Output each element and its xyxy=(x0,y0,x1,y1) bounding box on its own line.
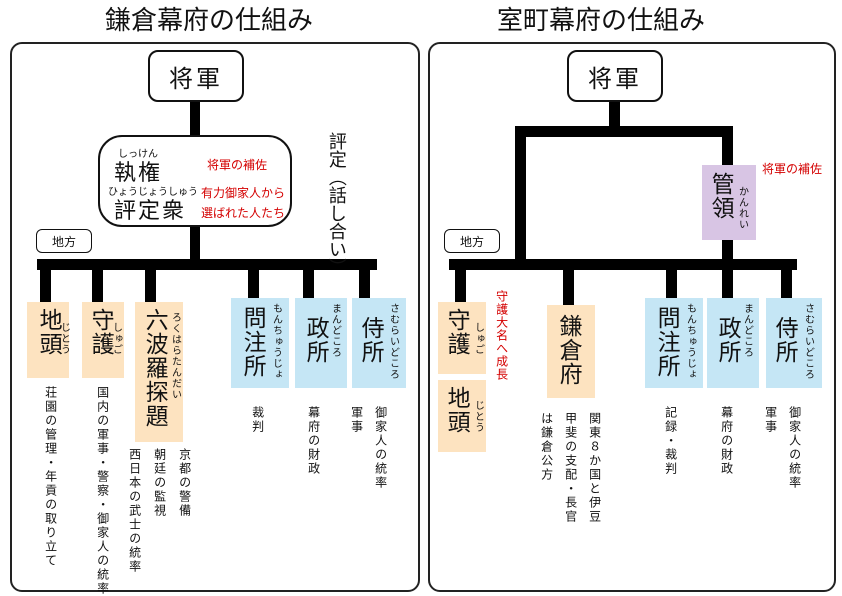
kanrei-note: 将軍の補佐 xyxy=(762,162,823,176)
muromachi-title: 室町幕府の仕組み xyxy=(497,6,706,36)
muromachi-samuraidokoro-furigana: さむらいどころ xyxy=(802,303,814,380)
connector xyxy=(515,126,732,137)
muromachi-frame xyxy=(428,42,836,592)
kamakura-jito-box xyxy=(27,302,69,378)
rokuhara-desc-1: 京都の警備 xyxy=(177,448,192,518)
kamakurafu-desc-1: 関東８か国と伊豆 xyxy=(587,412,602,524)
muromachi-shogun-label: 将軍 xyxy=(588,64,642,93)
kamakura-shugo-box xyxy=(82,302,124,378)
rokuhara-furigana: ろくはらたんだい xyxy=(169,312,181,400)
muromachi-shogun-box: 将軍 xyxy=(567,50,663,102)
rokuhara-desc-2: 朝廷の監視 xyxy=(152,448,167,518)
muromachi-monchujo-desc: 記録・裁判 xyxy=(663,406,678,476)
kamakura-samuraidokoro-desc-1: 御家人の統率 xyxy=(373,406,388,490)
connector xyxy=(37,259,377,270)
kamakura-shogun-label: 将軍 xyxy=(169,64,223,93)
muromachi-shugo-box xyxy=(438,302,486,374)
muromachi-samuraidokoro-desc-1: 御家人の統率 xyxy=(787,406,802,490)
connector xyxy=(190,225,200,261)
hyojoshu-note-line1: 有力御家人から xyxy=(201,186,286,200)
connector xyxy=(563,262,574,307)
kamakura-mandokoro-furigana: まんどころ xyxy=(329,303,341,358)
kamakura-title: 鎌倉幕府の仕組み xyxy=(105,6,314,36)
kamakura-mandokoro-label: 政所 xyxy=(302,316,329,364)
kamakura-regent-box xyxy=(98,135,292,227)
hyojoshu-label: 評定衆 xyxy=(114,199,187,224)
connector xyxy=(515,126,526,268)
connector xyxy=(722,262,733,300)
connector xyxy=(303,262,314,300)
muromachi-jito-label: 地頭 xyxy=(443,386,470,434)
kamakura-samuraidokoro-furigana: さむらいどころ xyxy=(387,303,399,380)
kanrei-label: 管領 xyxy=(707,172,734,220)
connector xyxy=(609,100,620,130)
rokuhara-desc-3: 西日本の武士の統率 xyxy=(127,448,142,574)
connector xyxy=(40,262,51,304)
shikken-furigana: しっけん xyxy=(118,149,158,160)
muromachi-mandokoro-box xyxy=(707,298,759,388)
kamakura-shugo-desc: 国内の軍事・警察・御家人の統率 xyxy=(95,386,110,596)
kamakura-jito-label: 地頭 xyxy=(35,308,62,356)
connector xyxy=(359,262,370,300)
kamakurafu-desc-3: は鎌倉公方 xyxy=(539,412,554,482)
muromachi-jito-box xyxy=(438,380,486,452)
kamakura-jito-furigana: じとう xyxy=(58,322,70,355)
muromachi-shugo-note: 守護大名へ成長 xyxy=(494,290,509,381)
connector xyxy=(92,262,103,304)
kanrei-box xyxy=(702,165,756,240)
kamakura-mandokoro-box xyxy=(295,298,347,388)
shikken-label: 執権 xyxy=(114,161,163,186)
connector xyxy=(455,262,466,304)
kamakura-chiho-label: 地方 xyxy=(51,234,76,249)
rokuhara-box xyxy=(135,302,183,442)
hyojoshu-furigana: ひょうじょうしゅう xyxy=(108,187,198,198)
muromachi-shugo-furigana: しゅご xyxy=(472,322,484,355)
kamakura-monchujo-furigana: もんちゅうじょ xyxy=(270,303,282,380)
kanrei-furigana: かんれい xyxy=(736,186,748,230)
hyojoshu-note-line2: 選ばれた人たち xyxy=(201,206,286,220)
kamakura-samuraidokoro-box xyxy=(352,298,406,388)
connector xyxy=(190,100,200,138)
kamakura-shugo-furigana: しゅご xyxy=(110,322,122,355)
rokuhara-label: 六波羅探題 xyxy=(141,308,168,428)
kamakura-jito-desc: 荘園の管理・年貢の取り立て xyxy=(43,386,58,568)
connector xyxy=(781,262,792,300)
connector xyxy=(145,262,156,304)
muromachi-samuraidokoro-box xyxy=(766,298,822,388)
kamakura-mandokoro-desc: 幕府の財政 xyxy=(306,406,321,476)
kamakurafu-box xyxy=(547,305,595,398)
kamakurafu-label: 鎌倉府 xyxy=(555,314,582,386)
hyojo-text: 評定（話し合い） xyxy=(325,132,347,276)
muromachi-monchujo-furigana: もんちゅうじょ xyxy=(684,303,696,380)
muromachi-monchujo-box xyxy=(645,298,703,388)
muromachi-chiho-label: 地方 xyxy=(459,234,484,249)
muromachi-mandokoro-label: 政所 xyxy=(714,316,741,364)
kamakura-chiho-label-box: 地方 xyxy=(36,229,92,253)
muromachi-mandokoro-desc: 幕府の財政 xyxy=(719,406,734,476)
connector xyxy=(666,262,677,300)
connector xyxy=(248,262,259,300)
kamakura-monchujo-box xyxy=(231,298,289,388)
muromachi-samuraidokoro-desc-2: 軍事 xyxy=(763,406,778,434)
kamakura-shugo-label: 守護 xyxy=(87,308,114,356)
muromachi-shugo-label: 守護 xyxy=(443,308,470,356)
connector xyxy=(449,259,797,270)
muromachi-monchujo-label: 問注所 xyxy=(653,306,680,378)
muromachi-samuraidokoro-label: 侍所 xyxy=(771,316,798,364)
kamakura-samuraidokoro-desc-2: 軍事 xyxy=(349,406,364,434)
connector xyxy=(722,126,733,168)
kamakura-frame xyxy=(10,42,420,592)
kamakura-shogun-box: 将軍 xyxy=(148,50,244,102)
muromachi-jito-furigana: じとう xyxy=(472,400,484,433)
kamakura-monchujo-desc: 裁判 xyxy=(250,406,265,434)
connector xyxy=(722,238,733,268)
muromachi-chiho-label-box: 地方 xyxy=(444,229,500,253)
kamakura-samuraidokoro-label: 侍所 xyxy=(357,316,384,364)
muromachi-mandokoro-furigana: まんどころ xyxy=(741,303,753,358)
kamakura-monchujo-label: 問注所 xyxy=(239,306,266,378)
shikken-note: 将軍の補佐 xyxy=(207,158,268,172)
kamakurafu-desc-2: 甲斐の支配・長官 xyxy=(563,412,578,524)
